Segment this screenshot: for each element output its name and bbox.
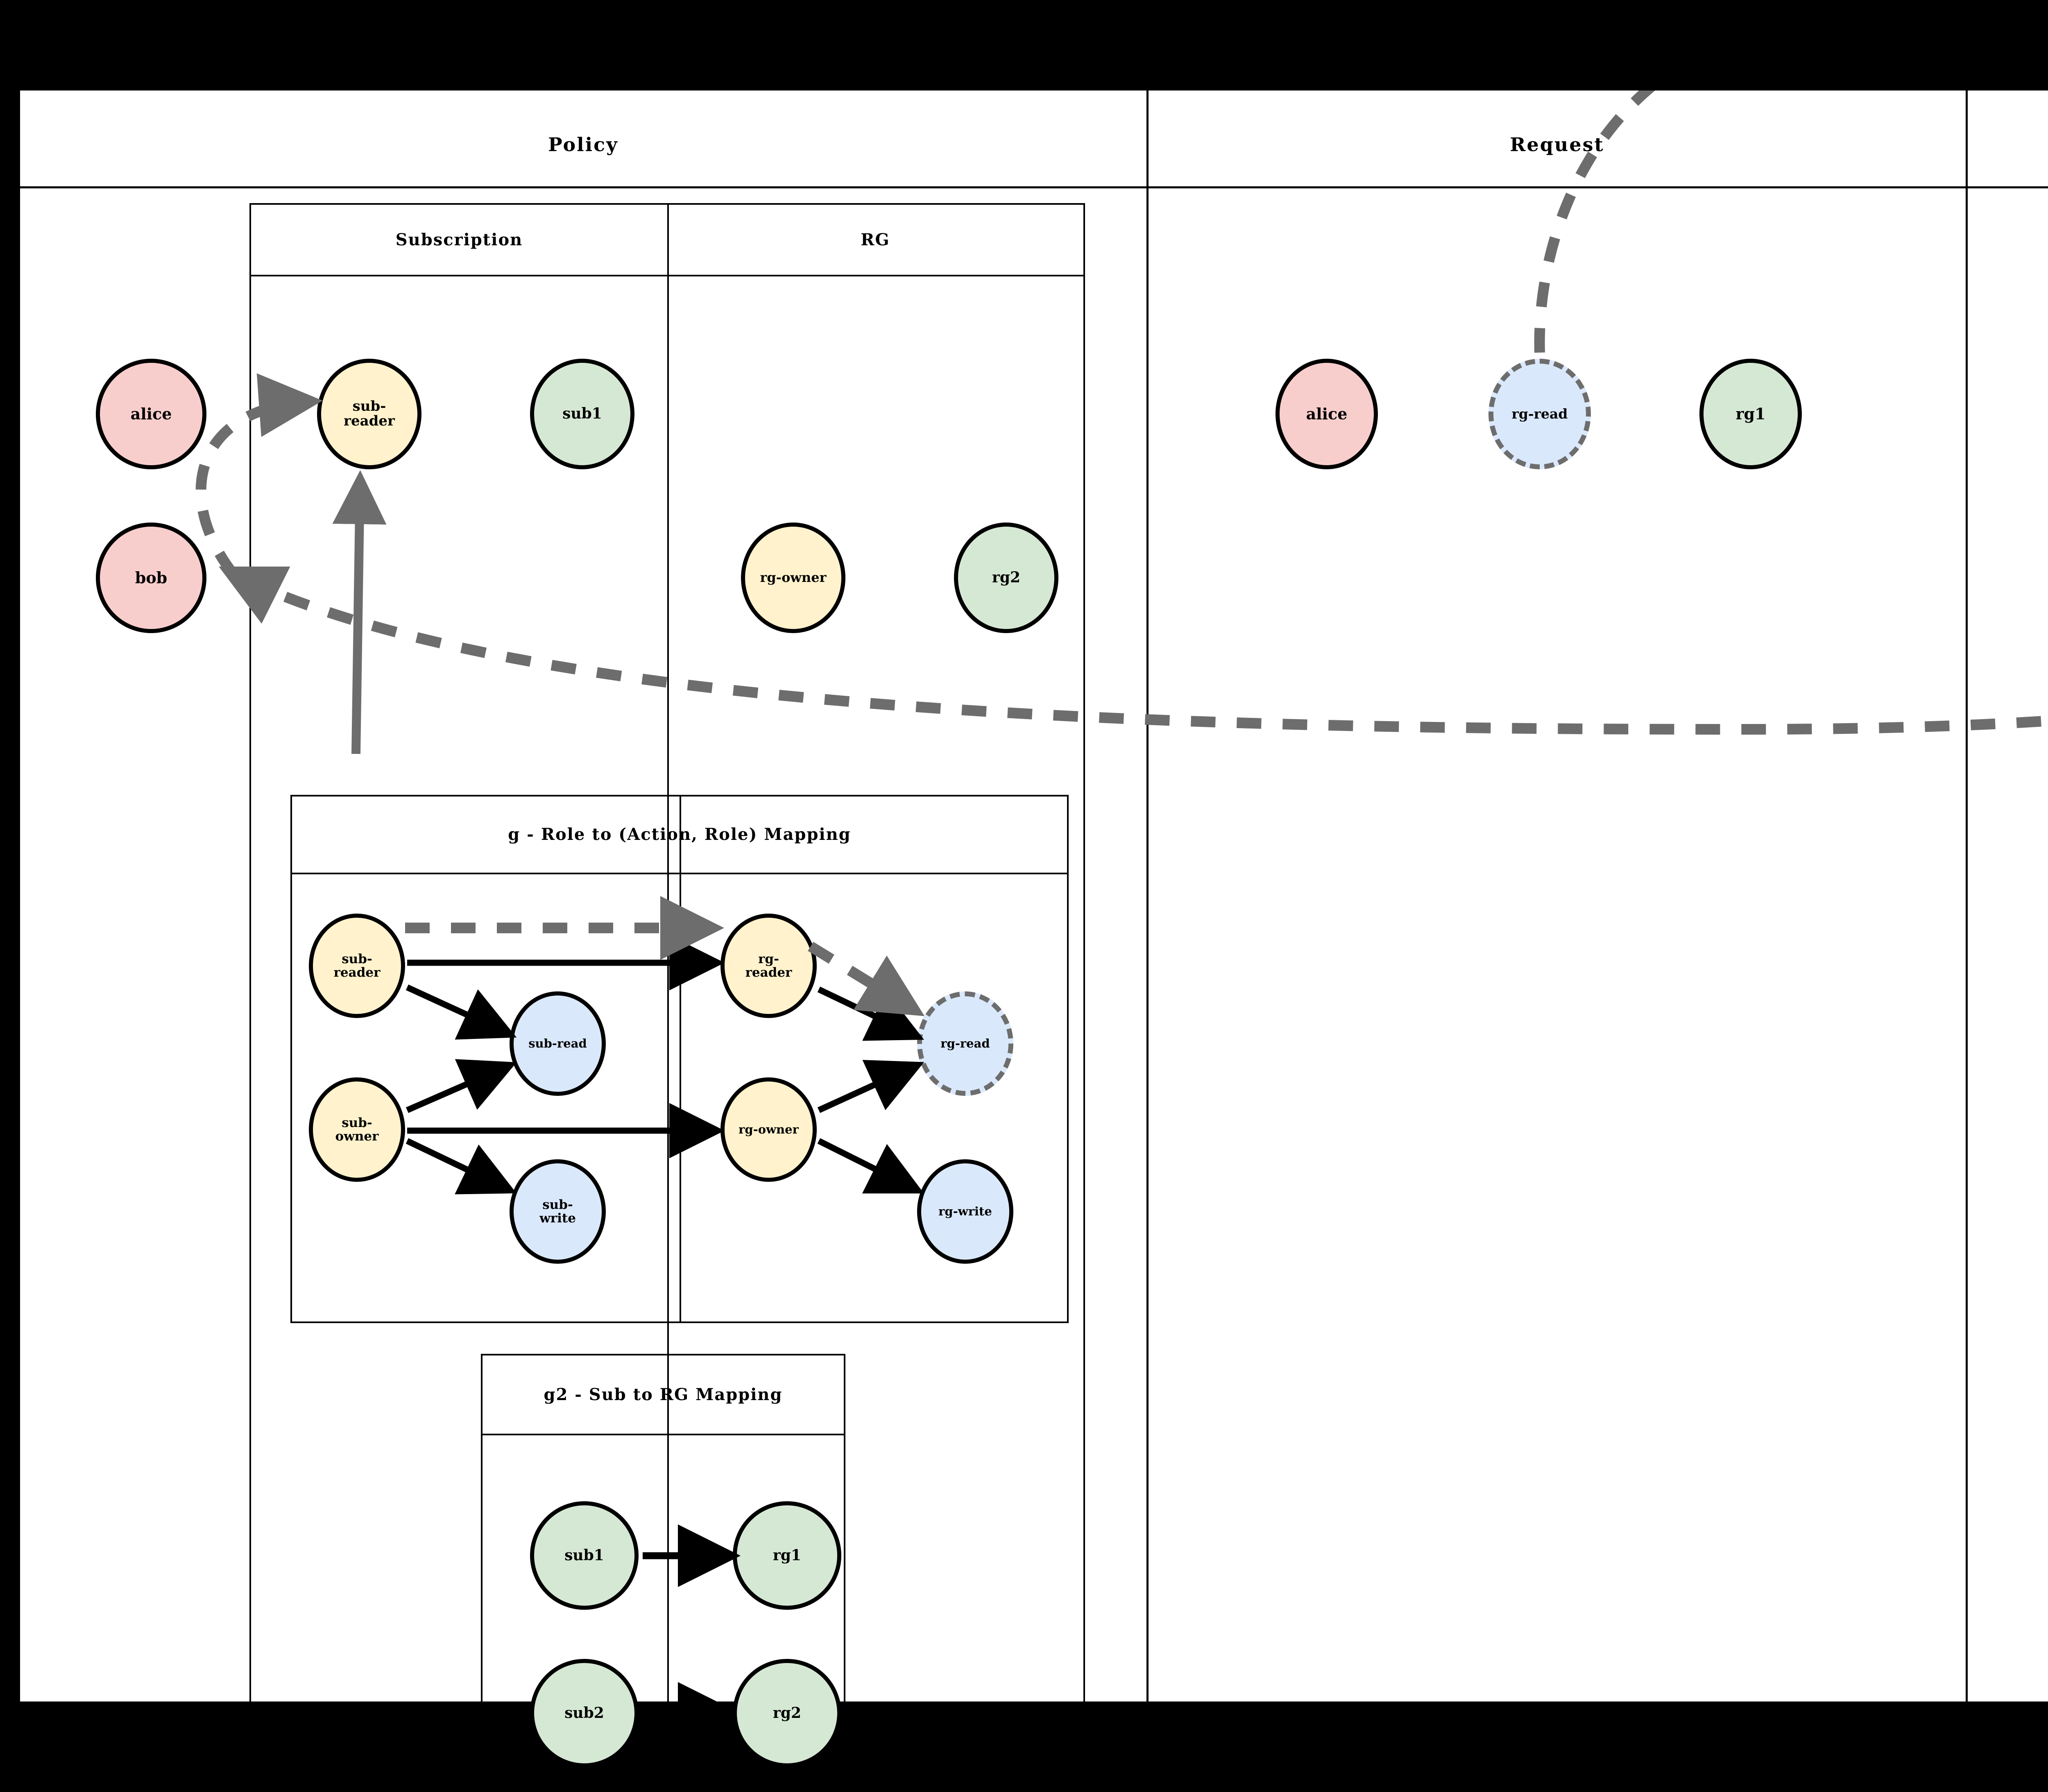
diagram-canvas: Policy Request Matching alice bob Subscr…	[18, 88, 2048, 1792]
g2-node-rg2[interactable]: rg2	[733, 1659, 841, 1767]
g-mapping-column-divider	[680, 796, 681, 1321]
g-node-rg-read[interactable]: rg-read	[917, 991, 1013, 1096]
g-node-rg-write[interactable]: rg-write	[917, 1159, 1013, 1264]
g2-node-sub1[interactable]: sub1	[530, 1501, 639, 1610]
request-node-rg-read[interactable]: rg-read	[1488, 359, 1591, 469]
g-node-rg-owner[interactable]: rg-owner	[720, 1077, 817, 1182]
g-mapping-title: g - Role to (Action, Role) Mapping	[508, 825, 851, 844]
request-node-rg1[interactable]: rg1	[1699, 359, 1802, 469]
policy-actor-alice[interactable]: alice	[96, 359, 206, 469]
panel-title-request: Request	[1510, 133, 1604, 156]
g-node-rg-reader[interactable]: rg- reader	[720, 914, 817, 1018]
policy-table-header-rg: RG	[861, 230, 890, 249]
panel-title-matching: Matching	[1968, 133, 2048, 156]
g2-mapping-title: g2 - Sub to RG Mapping	[544, 1385, 783, 1404]
g-node-sub-read[interactable]: sub-read	[510, 991, 606, 1096]
policy-node-sub1[interactable]: sub1	[530, 359, 634, 469]
g2-mapping-box: g2 - Sub to RG Mapping	[481, 1354, 845, 1792]
policy-actor-bob[interactable]: bob	[96, 523, 206, 633]
g-mapping-box: g - Role to (Action, Role) Mapping	[290, 795, 1069, 1323]
policy-node-rg-owner[interactable]: rg-owner	[741, 523, 845, 633]
g2-node-rg1[interactable]: rg1	[733, 1501, 841, 1610]
header-divider-line	[20, 186, 2048, 188]
panel-divider-request-matching	[1966, 91, 1968, 1701]
g2-mapping-header: g2 - Sub to RG Mapping	[483, 1355, 844, 1435]
g-node-sub-write[interactable]: sub- write	[510, 1159, 606, 1264]
g-node-sub-owner[interactable]: sub- owner	[309, 1077, 405, 1182]
policy-node-sub-reader[interactable]: sub- reader	[317, 359, 421, 469]
g-node-sub-reader[interactable]: sub- reader	[309, 914, 405, 1018]
panel-title-policy: Policy	[548, 133, 618, 156]
request-node-alice[interactable]: alice	[1275, 359, 1378, 469]
policy-node-rg2[interactable]: rg2	[954, 523, 1058, 633]
g2-node-sub2[interactable]: sub2	[530, 1659, 639, 1767]
panel-divider-policy-request	[1146, 91, 1149, 1701]
policy-table-header-subscription: Subscription	[395, 230, 523, 249]
